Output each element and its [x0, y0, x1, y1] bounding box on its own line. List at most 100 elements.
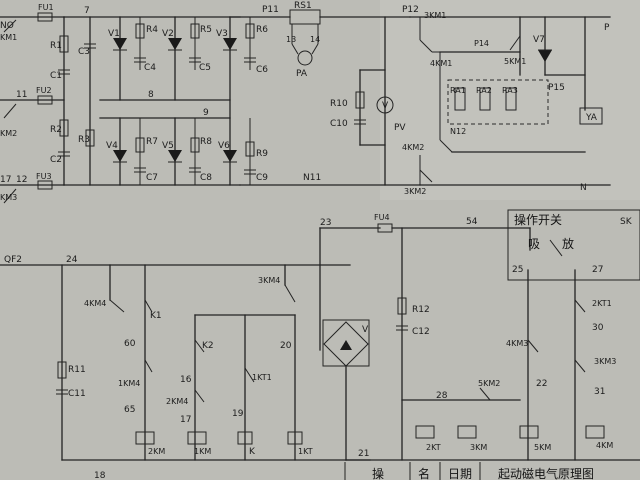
label-r2: R2 [50, 125, 62, 135]
label-v3: V3 [216, 29, 228, 39]
title-block-cell-3: 日期 [448, 467, 472, 480]
label-r11: R11 [68, 365, 86, 375]
label-fu2: FU2 [36, 86, 52, 95]
label-rs1: RS1 [294, 1, 312, 11]
label-r6: R6 [256, 25, 268, 35]
label-3km1: 3KM1 [424, 11, 446, 20]
label-node-7: 7 [84, 6, 90, 16]
label-31: 31 [594, 387, 605, 397]
label-17-left: 17 [0, 175, 11, 185]
label-5km: 5KM [534, 443, 551, 452]
label-4km2: 4KM2 [402, 143, 424, 152]
label-2km4: 2KM4 [166, 397, 188, 406]
label-v6: V6 [218, 141, 230, 151]
label-12: 12 [16, 175, 27, 185]
thyristor-bridge [99, 16, 256, 186]
label-v1: V1 [108, 29, 120, 39]
paper-light-area [380, 0, 640, 200]
label-km3: KM3 [0, 193, 17, 202]
label-fu1: FU1 [38, 3, 54, 12]
label-c11: C11 [68, 389, 86, 399]
dc-bus [229, 9, 421, 186]
label-3km: 3KM [470, 443, 487, 452]
label-c9: C9 [256, 173, 268, 183]
label-km2: KM2 [0, 129, 17, 138]
label-v-meter: V [382, 101, 389, 111]
label-p14: P14 [474, 39, 489, 48]
rc-network-left [58, 16, 241, 186]
label-node-9: 9 [203, 108, 209, 118]
label-pa: PA [296, 69, 308, 79]
label-3km2: 3KM2 [404, 187, 426, 196]
label-60: 25 [512, 265, 523, 275]
label-2kt: 2KT [426, 443, 441, 452]
label-c10: C10 [330, 119, 348, 129]
label-n11: N11 [303, 173, 321, 183]
label-c1: C1 [50, 71, 62, 81]
label-24: 24 [66, 255, 78, 265]
control-circuit [0, 209, 640, 480]
label-c4: C4 [144, 63, 156, 73]
label-c6: C6 [256, 65, 268, 75]
input-lines [0, 12, 65, 204]
label-no: NO [0, 21, 14, 31]
label-k: K [249, 447, 256, 457]
label-c3: C3 [78, 47, 90, 57]
label-5km2: 5KM2 [478, 379, 500, 388]
label-2kt1: 2KT1 [592, 299, 612, 308]
title-block-cell-2: 名 [418, 466, 430, 480]
label-23: 23 [320, 218, 331, 228]
label-r9: R9 [256, 149, 268, 159]
label-r10: R10 [330, 99, 348, 109]
label-1kt: 1KT [298, 447, 313, 456]
label-11: 11 [16, 90, 27, 100]
label-1km4: 1KM4 [118, 379, 140, 388]
label-qf2: QF2 [4, 255, 22, 265]
label-c8: C8 [200, 173, 212, 183]
label-22: 20 [280, 341, 292, 351]
label-19: 16 [180, 375, 192, 385]
label-65: 27 [592, 265, 603, 275]
label-p15: P15 [548, 83, 565, 93]
label-ya: YA [585, 113, 598, 123]
label-16: 60 [124, 339, 136, 349]
label-r5: R5 [200, 25, 212, 35]
label-node-8: 8 [148, 90, 154, 100]
label-r1: R1 [50, 41, 62, 51]
label-3km3: 3KM3 [594, 357, 616, 366]
contactor-section [409, 16, 611, 186]
label-switch-pull: 吸 [528, 237, 540, 251]
label-4km: 4KM [596, 441, 613, 450]
label-1kt1: 1KT1 [252, 373, 272, 382]
label-4km3: 4KM3 [506, 339, 528, 348]
label-r12: R12 [412, 305, 430, 315]
label-k2: K2 [202, 341, 214, 351]
label-v7: V7 [533, 35, 545, 45]
label-ra2: RA2 [476, 86, 492, 95]
label-v4: V4 [106, 141, 118, 151]
label-3km4: 3KM4 [258, 276, 280, 285]
label-k1: K1 [150, 311, 162, 321]
label-c2: C2 [50, 155, 62, 165]
diagram-title: 起动磁电气原理图 [498, 466, 594, 480]
label-54: 54 [466, 217, 478, 227]
label-v-bridge: V [362, 325, 369, 335]
label-20: 17 [180, 415, 191, 425]
label-r3: R3 [78, 135, 90, 145]
label-switch-release: 放 [562, 236, 574, 251]
label-21: 19 [232, 409, 244, 419]
label-v5: V5 [162, 141, 174, 151]
label-r4: R4 [146, 25, 158, 35]
label-n12: N12 [450, 127, 466, 136]
label-4km1: 4KM1 [430, 59, 452, 68]
label-c12: C12 [412, 327, 430, 337]
label-p12: P12 [402, 5, 419, 15]
label-fu3: FU3 [36, 172, 52, 181]
label-pv: PV [394, 123, 406, 133]
label-n: N [580, 183, 587, 193]
label-2km: 2KM [148, 447, 165, 456]
label-sk: SK [620, 217, 633, 227]
label-30: 30 [592, 323, 604, 333]
